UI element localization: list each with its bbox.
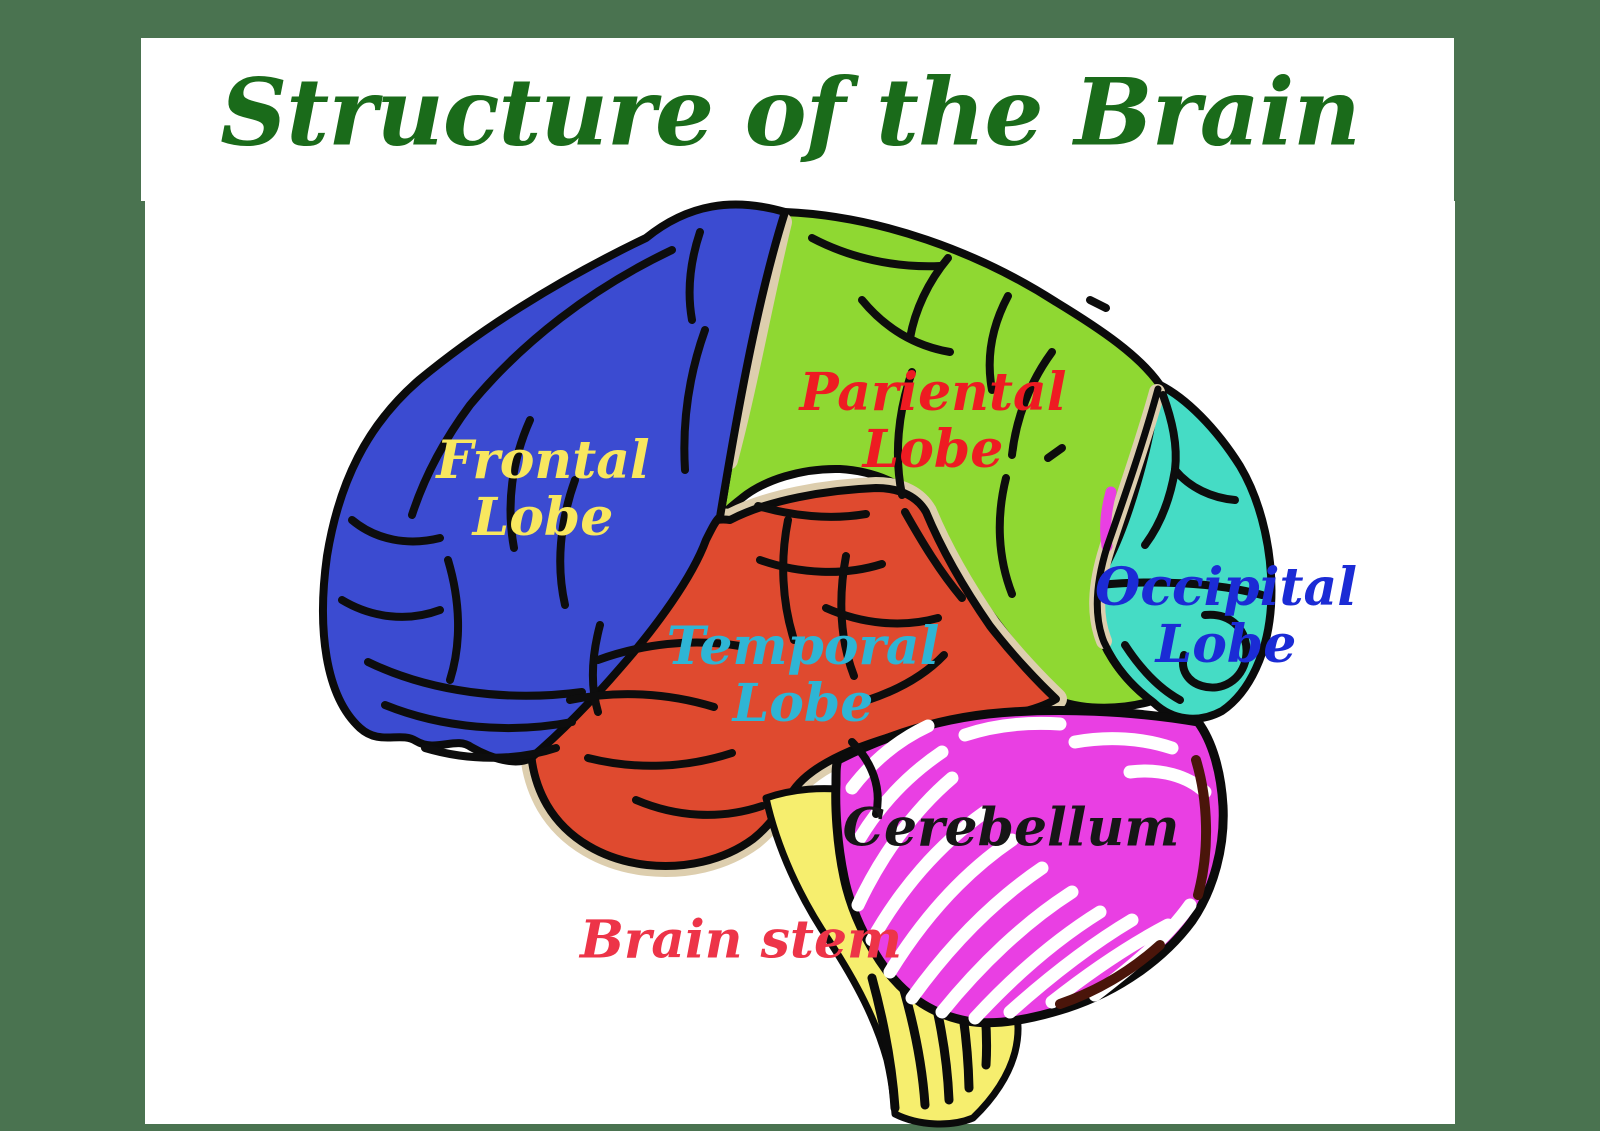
occipital-lobe-label: Occipital Lobe bbox=[1095, 559, 1357, 673]
temporal-lobe-label-line2: Lobe bbox=[732, 673, 874, 734]
cerebellum-label: Cerebellum bbox=[842, 797, 1180, 859]
parietal-lobe-label: Pariental Lobe bbox=[800, 364, 1067, 478]
frontal-lobe-label: Frontal Lobe bbox=[436, 432, 649, 546]
temporal-sulci bbox=[566, 502, 966, 819]
occipital-lobe-label-line2: Lobe bbox=[1155, 614, 1297, 675]
frontal-sulci bbox=[338, 228, 709, 762]
occipital-sulci bbox=[1096, 391, 1266, 704]
page-title: Structure of the Brain bbox=[220, 57, 1361, 167]
parietal-occipital-boundary bbox=[1093, 385, 1162, 705]
frontal-lobe-region bbox=[319, 200, 789, 766]
frontal-lobe-label-line2: Lobe bbox=[472, 487, 614, 548]
frontal-lobe-label-line1: Frontal bbox=[436, 430, 650, 491]
temporal-lobe-label: Temporal Lobe bbox=[667, 618, 940, 732]
temporal-lobe-label-line1: Temporal bbox=[666, 616, 940, 677]
brain-stem-label: Brain stem bbox=[579, 909, 903, 971]
title-band bbox=[141, 38, 1454, 201]
parietal-lobe-label-line2: Lobe bbox=[862, 419, 1004, 480]
cerebellum-shading bbox=[1055, 755, 1211, 1009]
occipital-lobe-label-line1: Occipital bbox=[1095, 557, 1357, 618]
cerebellum-streaks bbox=[845, 716, 1212, 1025]
parietal-lobe-label-line1: Pariental bbox=[799, 362, 1067, 423]
